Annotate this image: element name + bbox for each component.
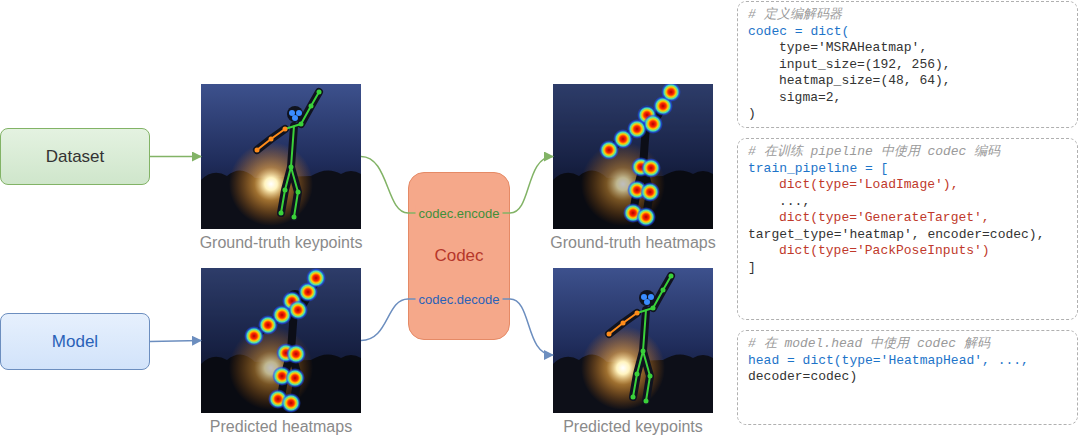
node-label: Codec [434,246,483,266]
code-box: # 在 model.head 中使用 codec 解码head = dict(t… [737,330,1078,425]
code-box: # 定义编解码器codec = dict(type='MSRAHeatmap',… [737,1,1078,128]
heatmap-photo [553,84,713,229]
process-box: Model [0,313,150,370]
code-line: ..., [748,194,810,211]
image-caption: Ground-truth keypoints [141,234,421,252]
heatmap-overlay [244,268,326,413]
edge-label: codec.encode [416,206,503,221]
code-line: decoder=codec) [748,369,857,386]
image-caption: Predicted keypoints [493,418,773,436]
code-line: codec = dict( [748,24,849,41]
code-comment: # 定义编解码器 [748,7,842,24]
photo-scene [553,268,713,413]
heatmap-photo [201,268,361,413]
code-line: target_type='heatmap', encoder=codec), [748,227,1044,244]
code-line: ) [748,106,756,123]
image-panel: Ground-truth heatmaps [553,84,713,229]
node-label: Model [52,332,98,352]
image-caption: Predicted heatmaps [141,418,421,436]
keypoint-photo [553,268,713,413]
code-line: ] [748,260,756,277]
node-label: Dataset [46,147,105,167]
process-box: Dataset [0,128,150,185]
image-panel: Ground-truth keypoints [201,84,361,229]
code-box: # 在训练 pipeline 中使用 codec 编码train_pipelin… [737,138,1078,320]
code-line: dict(type='GenerateTarget', [748,210,990,227]
code-line: dict(type='PackPoseInputs') [748,243,990,260]
skeleton-overlay [607,274,674,404]
code-line: head = dict(type='HeatmapHead', ..., [748,353,1029,370]
codec-box: Codec [408,172,510,340]
photo-scene [201,84,361,229]
edge-label: codec.decode [416,292,503,307]
code-line: heatmap_size=(48, 64), [748,73,951,90]
flow-arrow [150,156,201,158]
flow-arrow [150,341,201,342]
image-caption: Ground-truth heatmaps [493,234,773,252]
photo-scene [201,268,361,413]
code-line: dict(type='LoadImage'), [748,177,958,194]
image-panel: Predicted keypoints [553,268,713,413]
skeleton-overlay [255,90,322,220]
flow-arrow [361,299,553,355]
keypoint-photo [201,84,361,229]
image-panel: Predicted heatmaps [201,268,361,413]
code-comment: # 在训练 pipeline 中使用 codec 编码 [748,144,1000,161]
code-line: type='MSRAHeatmap', [748,40,927,57]
code-line: train_pipeline = [ [748,161,888,178]
heatmap-overlay [599,84,681,227]
code-line: input_size=(192, 256), [748,57,951,74]
code-comment: # 在 model.head 中使用 codec 解码 [748,336,990,353]
code-line: sigma=2, [748,90,841,107]
photo-dim [201,268,361,413]
